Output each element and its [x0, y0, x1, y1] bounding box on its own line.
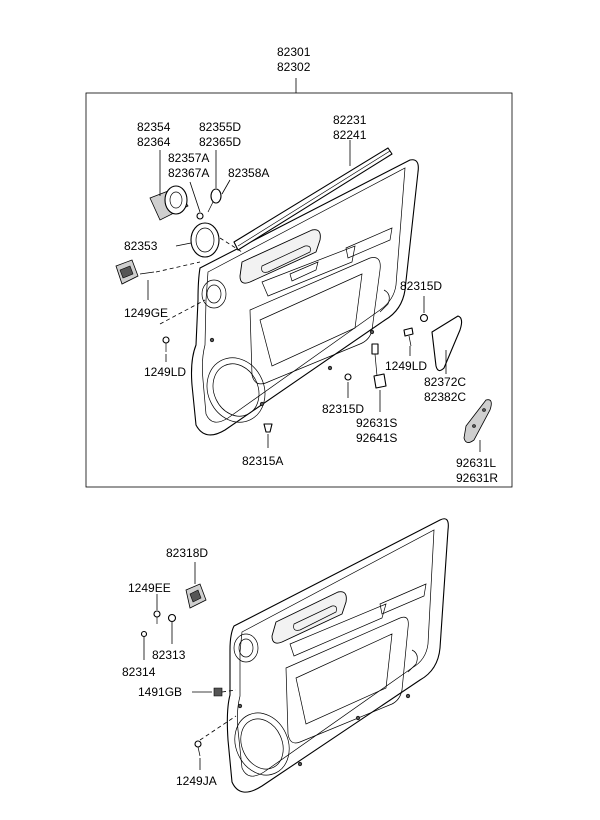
label-82353: 82353 [124, 239, 158, 253]
leader-82357A [189, 181, 201, 213]
label-82372C: 82372C [424, 375, 466, 389]
label-82365D: 82365D [199, 135, 241, 149]
lens-92631L [463, 399, 492, 443]
nut-82313 [167, 613, 177, 623]
label-82315D-lower: 82315D [322, 402, 364, 416]
label-82315D-upper: 82315D [400, 279, 442, 293]
label-82357A: 82357A [168, 151, 209, 165]
lamp-92631S [371, 343, 387, 389]
label-92631L: 92631L [456, 456, 496, 470]
label-1249LD-right: 1249LD [385, 359, 427, 373]
leader-82353 [175, 242, 192, 247]
dash-tweeter [159, 299, 206, 325]
screw-1249JA [194, 740, 202, 757]
label-1249EE: 1249EE [128, 581, 171, 595]
label-92641S: 92641S [356, 431, 397, 445]
dash-82353 [219, 237, 243, 253]
label-82302: 82302 [277, 60, 311, 74]
weatherstrip-82231 [233, 147, 393, 251]
clip-82315D-upper [419, 313, 429, 323]
bracket-82318D [185, 583, 207, 609]
label-1249GE: 1249GE [124, 306, 168, 320]
label-82367A: 82367A [168, 166, 209, 180]
clip-82315A [263, 423, 273, 433]
label-92631S: 92631S [356, 416, 397, 430]
label-1249JA: 1249JA [176, 774, 217, 788]
clip-82314 [140, 630, 148, 638]
screw-1249LD-left [162, 336, 170, 352]
label-1249LD-left: 1249LD [144, 365, 186, 379]
label-1491GB: 1491GB [138, 685, 182, 699]
label-82313: 82313 [152, 648, 186, 662]
leader-82358A [221, 179, 231, 195]
screw-1249LD-right [403, 327, 414, 347]
label-82364: 82364 [137, 135, 171, 149]
screw-1249EE [153, 610, 161, 624]
label-82241: 82241 [333, 128, 367, 142]
assembly-frame [85, 92, 513, 488]
dash-1491GB [221, 689, 237, 693]
clip-82355D [207, 188, 222, 213]
dash-1249GE [155, 261, 201, 273]
speaker-ring-82353 [190, 222, 220, 258]
door-trim-panel-upper [190, 159, 419, 436]
label-92631R: 92631R [456, 471, 498, 485]
label-82231: 82231 [333, 113, 367, 127]
pad-82372C [431, 315, 463, 372]
label-82358A: 82358A [228, 166, 269, 180]
label-82354: 82354 [137, 120, 171, 134]
speaker-82354 [149, 185, 189, 221]
label-82315A: 82315A [242, 454, 283, 468]
clip-1491GB [213, 687, 223, 697]
grommet-82357A [196, 212, 204, 220]
label-82382C: 82382C [424, 390, 466, 404]
label-82301: 82301 [277, 45, 311, 59]
clip-82315D-lower [344, 373, 352, 381]
label-82318D: 82318D [166, 546, 208, 560]
label-82355D: 82355D [199, 120, 241, 134]
dash-1249JA [199, 715, 237, 741]
label-82314: 82314 [122, 665, 156, 679]
bracket-1249GE [115, 259, 155, 285]
door-trim-panel-lower [226, 518, 449, 793]
